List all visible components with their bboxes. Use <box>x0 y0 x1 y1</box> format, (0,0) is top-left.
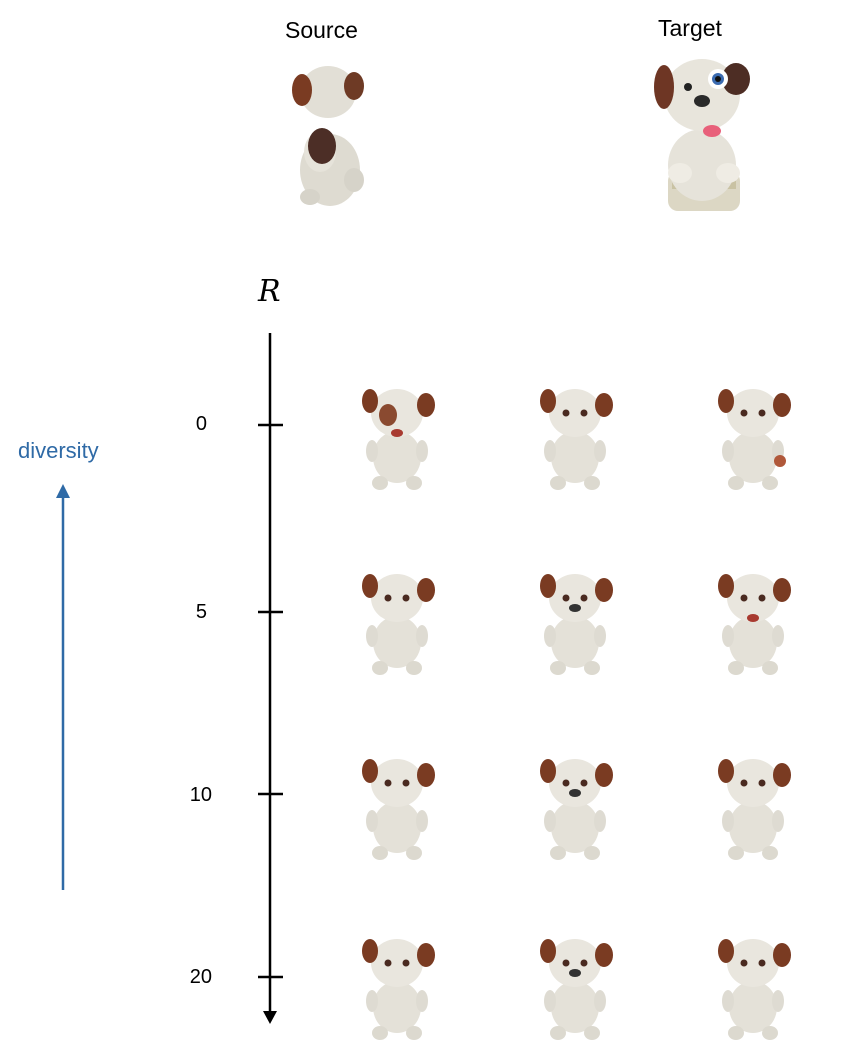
target-toy-image <box>654 59 750 211</box>
generated-sample-toy <box>718 574 791 675</box>
generated-sample-toy <box>718 389 791 490</box>
generated-sample-toy <box>362 574 435 675</box>
tick-label-5: 5 <box>195 601 207 623</box>
diversity-label: diversity <box>18 438 99 463</box>
tick-label-20: 20 <box>189 966 212 988</box>
r-axis-title: R <box>258 274 281 309</box>
generated-sample-toy <box>362 389 435 490</box>
source-toy-image <box>292 66 364 206</box>
diversity-arrowhead <box>56 484 70 498</box>
target-label: Target <box>658 15 722 41</box>
generated-sample-toy <box>718 759 791 860</box>
tick-label-0: 0 <box>195 413 207 435</box>
generated-sample-toy <box>362 759 435 860</box>
generated-sample-toy <box>540 389 613 490</box>
generated-sample-toy <box>540 759 613 860</box>
generated-sample-toy <box>362 939 435 1040</box>
tick-label-10: 10 <box>189 784 212 806</box>
source-label: Source <box>285 17 358 43</box>
generated-sample-toy <box>718 939 791 1040</box>
generated-sample-toy <box>540 939 613 1040</box>
generated-sample-toy <box>540 574 613 675</box>
r-axis-arrowhead <box>263 1011 277 1024</box>
